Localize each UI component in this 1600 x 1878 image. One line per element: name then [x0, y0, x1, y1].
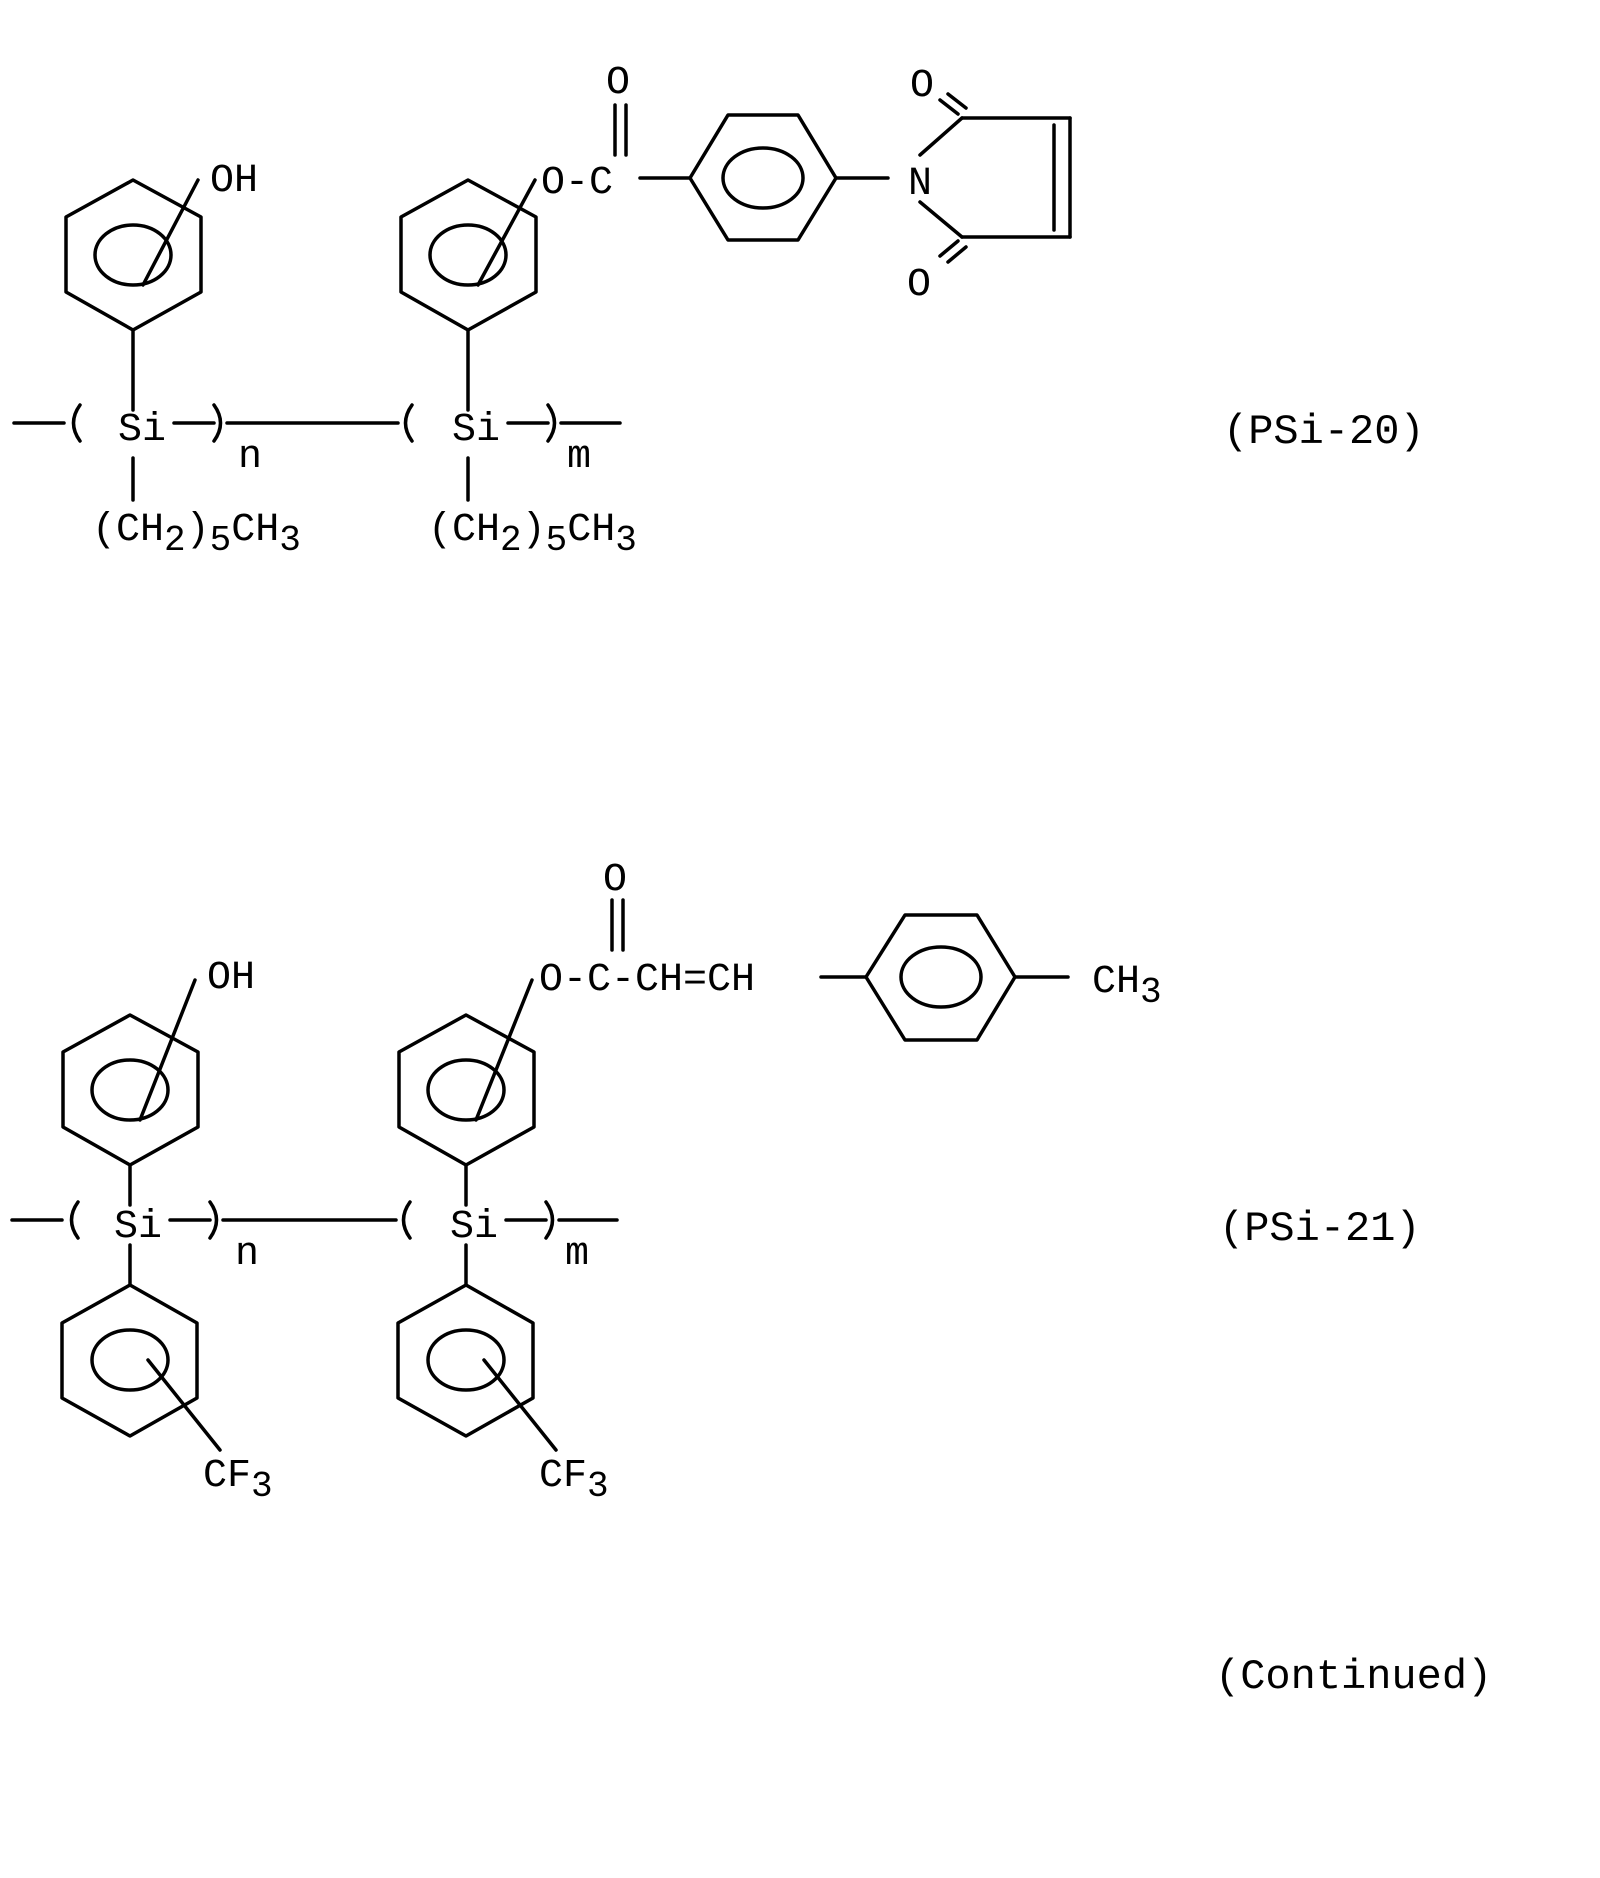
- backbone-si-4: Si: [450, 1205, 498, 1250]
- subscript-m: m: [567, 435, 591, 480]
- imide-oxygen-bottom: O: [907, 263, 931, 308]
- formula-label-psi-20: (PSi-20): [1223, 408, 1425, 456]
- tolyl-ring: [866, 915, 1015, 1040]
- oh-label: OH: [210, 159, 258, 204]
- cinnamate-chain: O-C-CH=CH: [539, 958, 755, 1003]
- backbone-si-2: Si: [452, 408, 500, 453]
- carbonyl-oxygen: O: [606, 61, 630, 106]
- subscript-m-2: m: [565, 1232, 589, 1277]
- cf3-group-2: CF3: [539, 1454, 609, 1507]
- imide-nitrogen: N: [908, 162, 932, 207]
- cf3-group-1: CF3: [203, 1454, 273, 1507]
- backbone-si-1: Si: [118, 408, 166, 453]
- phenol-ring-psi21: [63, 980, 198, 1165]
- polysilane-backbone-psi20: Si n Si m: [14, 330, 620, 500]
- oh-label-2: OH: [207, 956, 255, 1001]
- formula-psi-20: OH O-C O N O: [14, 61, 1425, 561]
- trifluoromethylphenyl-ring-2: [398, 1285, 556, 1450]
- polysilane-backbone-psi21: Si n Si m: [12, 1165, 617, 1285]
- benzoyl-ring: [690, 115, 836, 240]
- trifluoromethylphenyl-ring-1: [62, 1285, 220, 1450]
- ester-phenyl-ring-psi20: [401, 180, 536, 330]
- formula-label-psi-21: (PSi-21): [1219, 1205, 1421, 1253]
- phenol-ring-psi20: [66, 180, 201, 330]
- ester-phenyl-ring-psi21: [399, 980, 534, 1165]
- subscript-n: n: [238, 435, 262, 480]
- carbonyl-oxygen-2: O: [603, 858, 627, 903]
- hexyl-chain-1: (CH2)5CH3: [92, 508, 301, 561]
- backbone-si-3: Si: [114, 1205, 162, 1250]
- imide-oxygen-top: O: [910, 64, 934, 109]
- methyl-group: CH3: [1092, 960, 1162, 1013]
- ester-link-text: O-C: [541, 161, 613, 206]
- maleimide-group: N O O: [907, 64, 1070, 308]
- formula-psi-21: OH O-C-CH=CH O CH3 Si n: [12, 858, 1421, 1507]
- continued-label: (Continued): [1215, 1653, 1492, 1701]
- hexyl-chain-2: (CH2)5CH3: [428, 508, 637, 561]
- subscript-n-2: n: [235, 1232, 259, 1277]
